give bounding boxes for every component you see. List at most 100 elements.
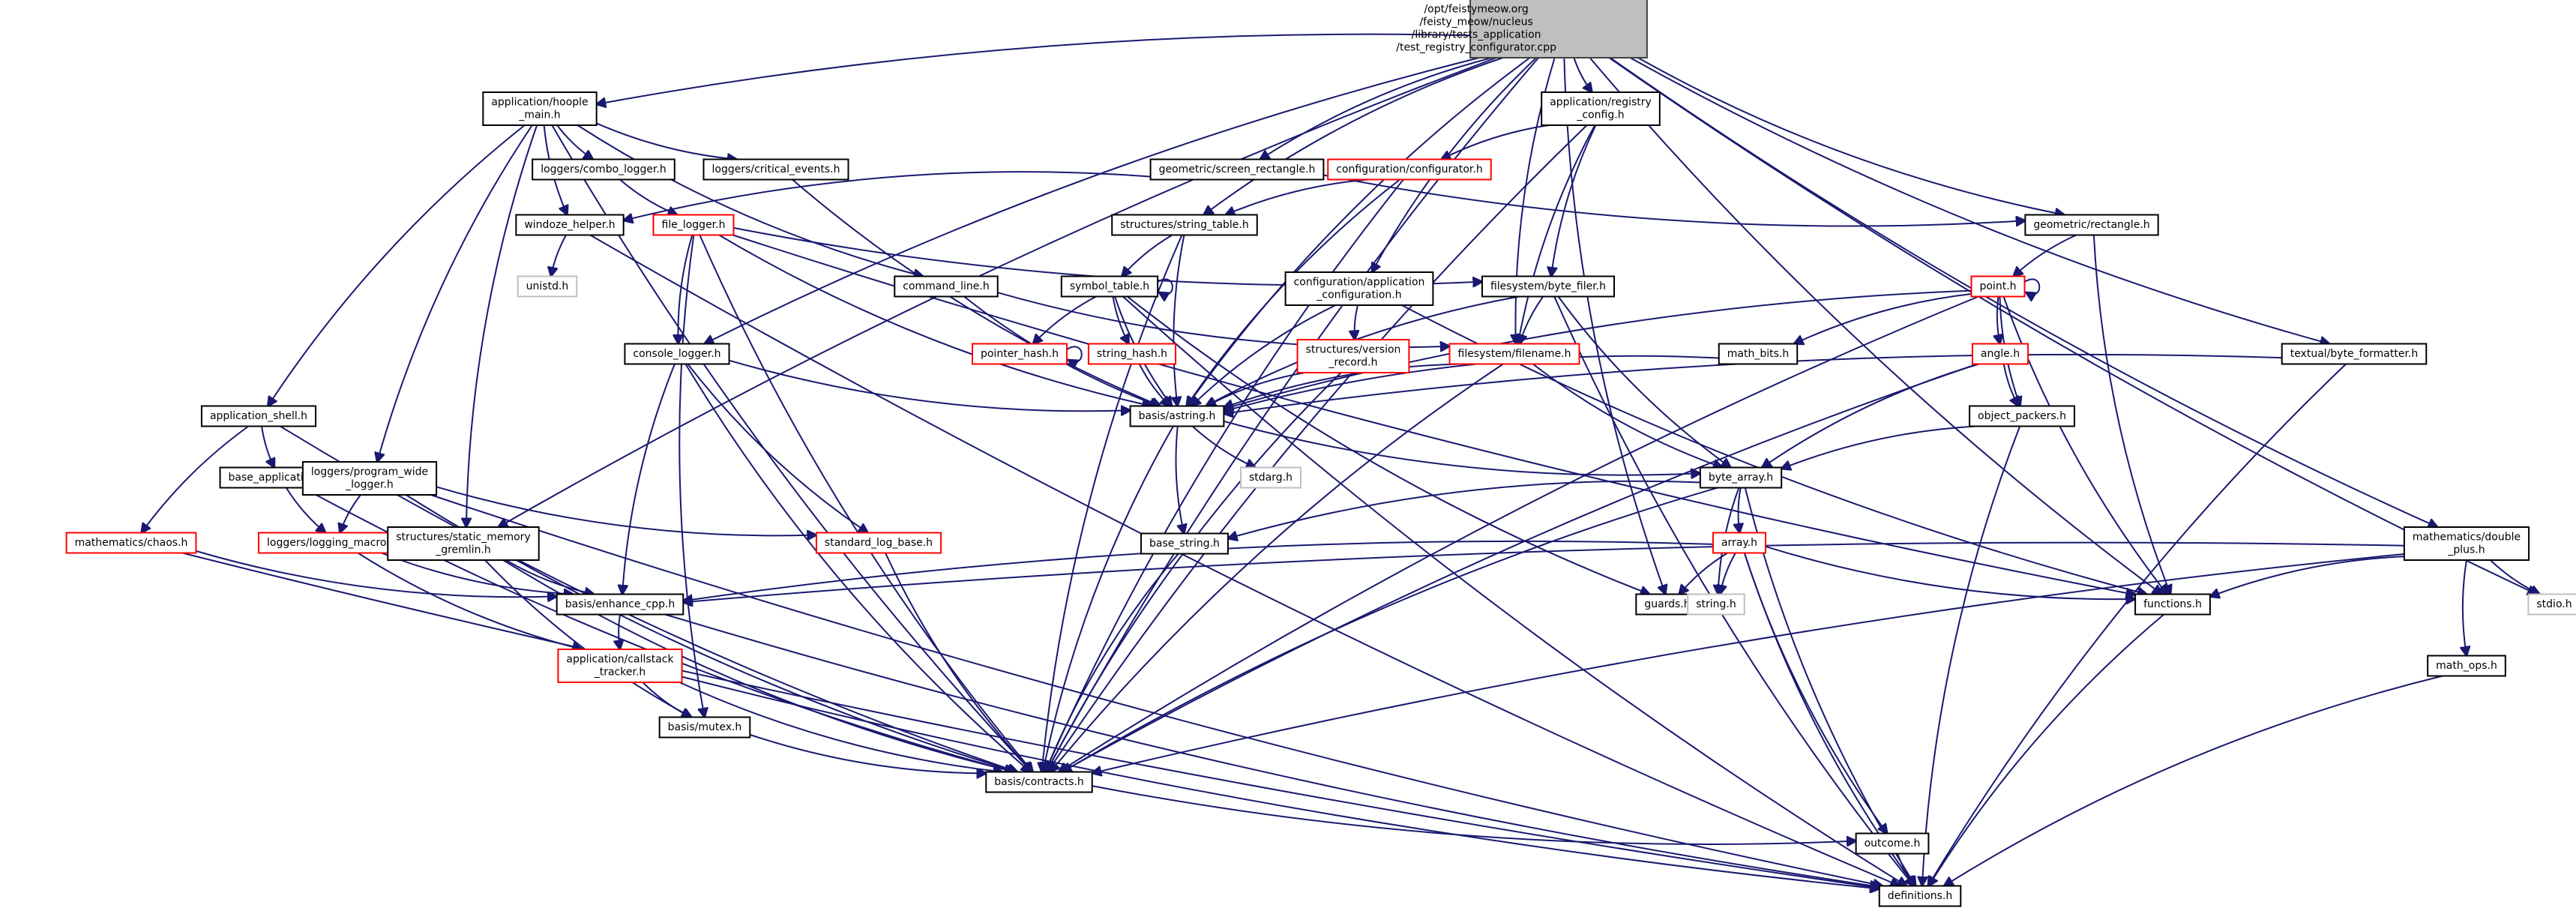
node-label-line: application/registry — [1550, 97, 1652, 109]
edge-contracts-to-outcome — [1092, 785, 1856, 844]
node-label-line: windoze_helper.h — [524, 219, 615, 231]
node-math-ops[interactable]: math_ops.h — [2427, 655, 2506, 677]
node-box — [1448, 343, 1580, 365]
node-logging-macros[interactable]: loggers/logging_macros.h — [257, 532, 412, 554]
node-point[interactable]: point.h — [1970, 275, 2026, 298]
edge-hoople-main-to-program-wide-logger — [377, 124, 533, 462]
node-label-line: string.h — [1696, 598, 1736, 610]
nodes-layer: /opt/feistymeow.org/feisty_meow/nucleus/… — [65, 0, 2576, 907]
node-hoople-main[interactable]: application/hoople_main.h — [482, 91, 598, 126]
node-definitions[interactable]: definitions.h — [1878, 885, 1962, 907]
node-enhance-cpp[interactable]: basis/enhance_cpp.h — [556, 593, 684, 616]
node-symbol-table[interactable]: symbol_table.h — [1060, 275, 1159, 298]
node-label-line: console_logger.h — [633, 348, 720, 360]
edge-chaos-to-definitions — [182, 552, 1879, 889]
node-static-memory-gremlin[interactable]: structures/static_memory_gremlin.h — [387, 526, 540, 561]
node-contracts[interactable]: basis/contracts.h — [985, 771, 1093, 793]
node-console-logger[interactable]: console_logger.h — [624, 343, 730, 365]
node-configurator[interactable]: configuration/configurator.h — [1327, 158, 1492, 181]
node-byte-formatter[interactable]: textual/byte_formatter.h — [2281, 343, 2428, 365]
node-version-record[interactable]: structures/version_record.h — [1296, 339, 1410, 373]
node-array[interactable]: array.h — [1712, 532, 1767, 554]
node-stdarg[interactable]: stdarg.h — [1240, 466, 1301, 489]
edge-point-to-math-bits — [1794, 292, 1972, 344]
node-registry-config[interactable]: application/registry_config.h — [1541, 91, 1661, 126]
node-callstack-tracker[interactable]: application/callstack_tracker.h — [557, 649, 683, 683]
node-math-bits[interactable]: math_bits.h — [1718, 343, 1799, 365]
node-label-line: application/callstack — [566, 654, 674, 666]
node-filename[interactable]: filesystem/filename.h — [1448, 343, 1580, 365]
edge-file-logger-to-contracts — [699, 235, 1032, 772]
node-object-packers[interactable]: object_packers.h — [1969, 405, 2075, 427]
node-box — [517, 275, 578, 298]
edge-byte-formatter-to-definitions — [1928, 363, 2347, 886]
edge-application-shell-to-chaos — [142, 425, 250, 533]
node-byte-array[interactable]: byte_array.h — [1699, 466, 1783, 489]
edge-root-to-console-logger — [705, 57, 1480, 344]
node-box — [515, 214, 625, 236]
edge-app-configuration-to-version-record — [1355, 304, 1358, 340]
edge-double-plus-to-functions — [2210, 556, 2404, 597]
node-pointer-hash[interactable]: pointer_hash.h — [971, 343, 1068, 365]
edge-object-packers-to-byte-array — [1781, 425, 1976, 469]
edge-angle-to-object-packers — [2002, 364, 2019, 406]
node-box — [985, 771, 1093, 793]
node-label-line: file_logger.h — [662, 219, 726, 231]
node-program-wide-logger[interactable]: loggers/program_wide_logger.h — [301, 461, 438, 496]
node-label-line: loggers/combo_logger.h — [541, 163, 666, 175]
node-label-line: structures/version — [1306, 344, 1401, 356]
node-string-hash[interactable]: string_hash.h — [1087, 343, 1177, 365]
node-combo-logger[interactable]: loggers/combo_logger.h — [532, 158, 675, 181]
node-file-logger[interactable]: file_logger.h — [652, 214, 735, 236]
node-label-line: _plus.h — [2447, 544, 2485, 556]
edge-program-wide-logger-to-logging-macros — [340, 494, 361, 533]
edge-array-to-functions — [1765, 546, 2135, 599]
edge-astring-to-stdarg — [1191, 425, 1256, 468]
node-label-line: _tracker.h — [594, 667, 646, 679]
node-command-line[interactable]: command_line.h — [894, 275, 999, 298]
node-label-line: _logger.h — [345, 479, 394, 491]
node-double-plus[interactable]: mathematics/double_plus.h — [2403, 526, 2530, 561]
node-stdio[interactable]: stdio.h — [2527, 593, 2576, 616]
node-label-line: application/hoople — [491, 97, 588, 109]
edge-array-to-outcome — [1743, 553, 1887, 834]
node-base-string[interactable]: base_string.h — [1140, 532, 1229, 555]
edge-configurator-to-contracts — [1045, 178, 1404, 772]
node-label-line: standard_log_base.h — [825, 537, 933, 549]
node-screen-rectangle[interactable]: geometric/screen_rectangle.h — [1149, 158, 1325, 181]
node-mutex[interactable]: basis/mutex.h — [658, 716, 751, 739]
node-chaos[interactable]: mathematics/chaos.h — [65, 532, 197, 554]
edge-callstack-tracker-to-definitions — [681, 676, 1880, 889]
node-angle[interactable]: angle.h — [1971, 343, 2029, 365]
node-outcome[interactable]: outcome.h — [1855, 832, 1930, 855]
edge-base-string-to-contracts — [1045, 553, 1179, 772]
node-string-table[interactable]: structures/string_table.h — [1111, 214, 1258, 236]
node-app-configuration[interactable]: configuration/application_configuration.… — [1284, 271, 1434, 306]
node-label-line: _record.h — [1328, 357, 1377, 369]
node-label-line: /test_registry_configurator.cpp — [1396, 42, 1556, 54]
node-root[interactable]: /opt/feistymeow.org/feisty_meow/nucleus/… — [1396, 0, 1648, 58]
node-string-h[interactable]: string.h — [1687, 593, 1745, 616]
node-box — [2427, 655, 2506, 677]
node-windoze-helper[interactable]: windoze_helper.h — [515, 214, 625, 236]
edge-callstack-tracker-to-contracts — [678, 682, 1002, 772]
node-label-line: basis/enhance_cpp.h — [565, 598, 675, 610]
edge-symbol-table-to-guards — [1127, 295, 1650, 595]
edge-critical-events-to-astring — [792, 178, 1161, 406]
node-rectangle[interactable]: geometric/rectangle.h — [2024, 214, 2159, 236]
edge-chaos-to-enhance-cpp — [196, 550, 556, 597]
node-unistd[interactable]: unistd.h — [517, 275, 578, 298]
node-byte-filer[interactable]: filesystem/byte_filer.h — [1481, 275, 1616, 298]
node-box — [1971, 343, 2029, 365]
edge-math-ops-to-definitions — [1944, 675, 2443, 886]
node-application-shell[interactable]: application_shell.h — [200, 405, 317, 427]
edge-double-plus-to-contracts — [1092, 553, 2404, 773]
node-standard-log-base[interactable]: standard_log_base.h — [815, 532, 942, 554]
edge-registry-config-to-filename — [1518, 124, 1596, 344]
node-critical-events[interactable]: loggers/critical_events.h — [702, 158, 849, 181]
node-label-line: application_shell.h — [210, 410, 307, 422]
node-label-line: /library/tests_application — [1412, 29, 1541, 41]
node-functions[interactable]: functions.h — [2134, 593, 2211, 616]
node-astring[interactable]: basis/astring.h — [1129, 405, 1225, 427]
edge-console-logger-to-astring — [729, 359, 1131, 412]
